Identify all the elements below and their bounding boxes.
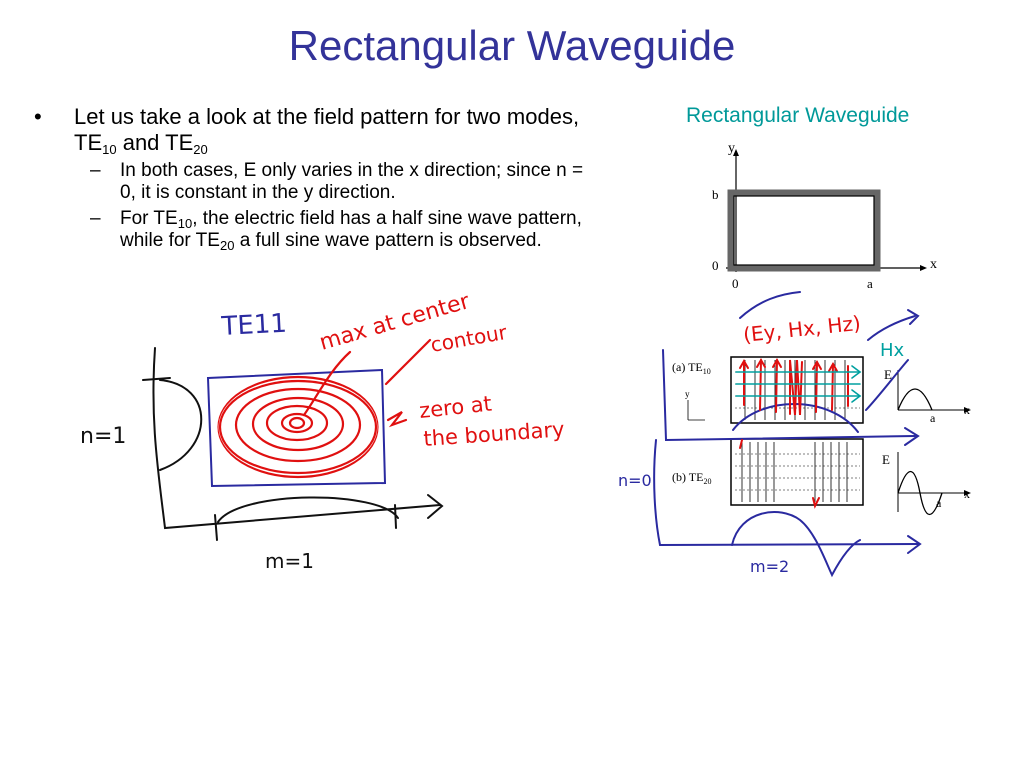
sub-bullet-text: a full sine wave pattern is observed.	[234, 230, 542, 251]
label-zero-bottom: 0	[732, 276, 739, 291]
annotation-contour: contour	[429, 320, 510, 357]
bullet-marker: •	[34, 104, 42, 129]
annotation-te11: TE11	[220, 309, 288, 342]
plot2-x-label: x	[964, 487, 970, 501]
te20-pattern: (b) TE20 E a x	[672, 438, 971, 515]
sub-bullet-item: – In both cases, E only varies in the x …	[26, 160, 596, 204]
figure-title: Rectangular Waveguide	[686, 104, 910, 127]
right-annotations	[653, 291, 922, 578]
annotation-fields: (Ey, Hx, Hz)	[742, 311, 862, 347]
te11-sketch	[142, 338, 444, 541]
annotation-m-eq-1: m=1	[265, 549, 314, 573]
bullet-text: and TE	[116, 130, 194, 155]
annotation-the-boundary: the boundary	[423, 417, 566, 451]
bullet-text: Let us take a look at the field pattern …	[74, 104, 580, 155]
te10-pattern: (a) TE10 y E a x	[672, 356, 971, 425]
te20-label: (b) TE20	[672, 470, 711, 486]
bullet-item: • Let us take a look at the field patter…	[26, 104, 596, 156]
waveguide-cross-section: y x b 0 0 a	[712, 141, 937, 291]
subscript: 20	[193, 142, 208, 157]
subscript: 10	[102, 142, 117, 157]
annotation-n-eq-1: n=1	[80, 424, 126, 449]
annotation-n-eq-0: n=0	[618, 471, 652, 490]
annotation-m-eq-2: m=2	[750, 557, 789, 576]
plot1-e-label: E	[884, 367, 892, 382]
small-y-label: y	[685, 389, 690, 399]
plot1-x-label: x	[964, 403, 970, 417]
annotation-zero-at: zero at	[418, 391, 493, 422]
plot2-e-label: E	[882, 452, 890, 467]
plot2-a-label: a	[936, 496, 942, 510]
bullet-list: • Let us take a look at the field patter…	[26, 104, 596, 252]
subscript: 10	[177, 216, 193, 231]
sub-bullet-marker: –	[90, 208, 101, 229]
subscript: 20	[219, 238, 235, 253]
label-a: a	[867, 276, 873, 291]
sub-bullet-marker: –	[90, 160, 101, 181]
sub-bullet-text: For TE	[120, 208, 178, 229]
sub-bullet-item: – For TE10, the electric field has a hal…	[26, 208, 596, 252]
te10-label: (a) TE10	[672, 360, 711, 376]
axis-x-label: x	[930, 257, 937, 272]
sub-bullet-text: In both cases, E only varies in the x di…	[120, 160, 584, 203]
slide-title: Rectangular Waveguide	[288, 22, 736, 69]
label-zero-left: 0	[712, 258, 719, 273]
label-b: b	[712, 187, 719, 202]
plot1-a-label: a	[930, 411, 936, 425]
sub-bullet-text: , the electric field has a half sine wav…	[120, 208, 582, 251]
axis-y-label: y	[728, 141, 735, 156]
annotation-hx: Hx	[880, 340, 905, 361]
